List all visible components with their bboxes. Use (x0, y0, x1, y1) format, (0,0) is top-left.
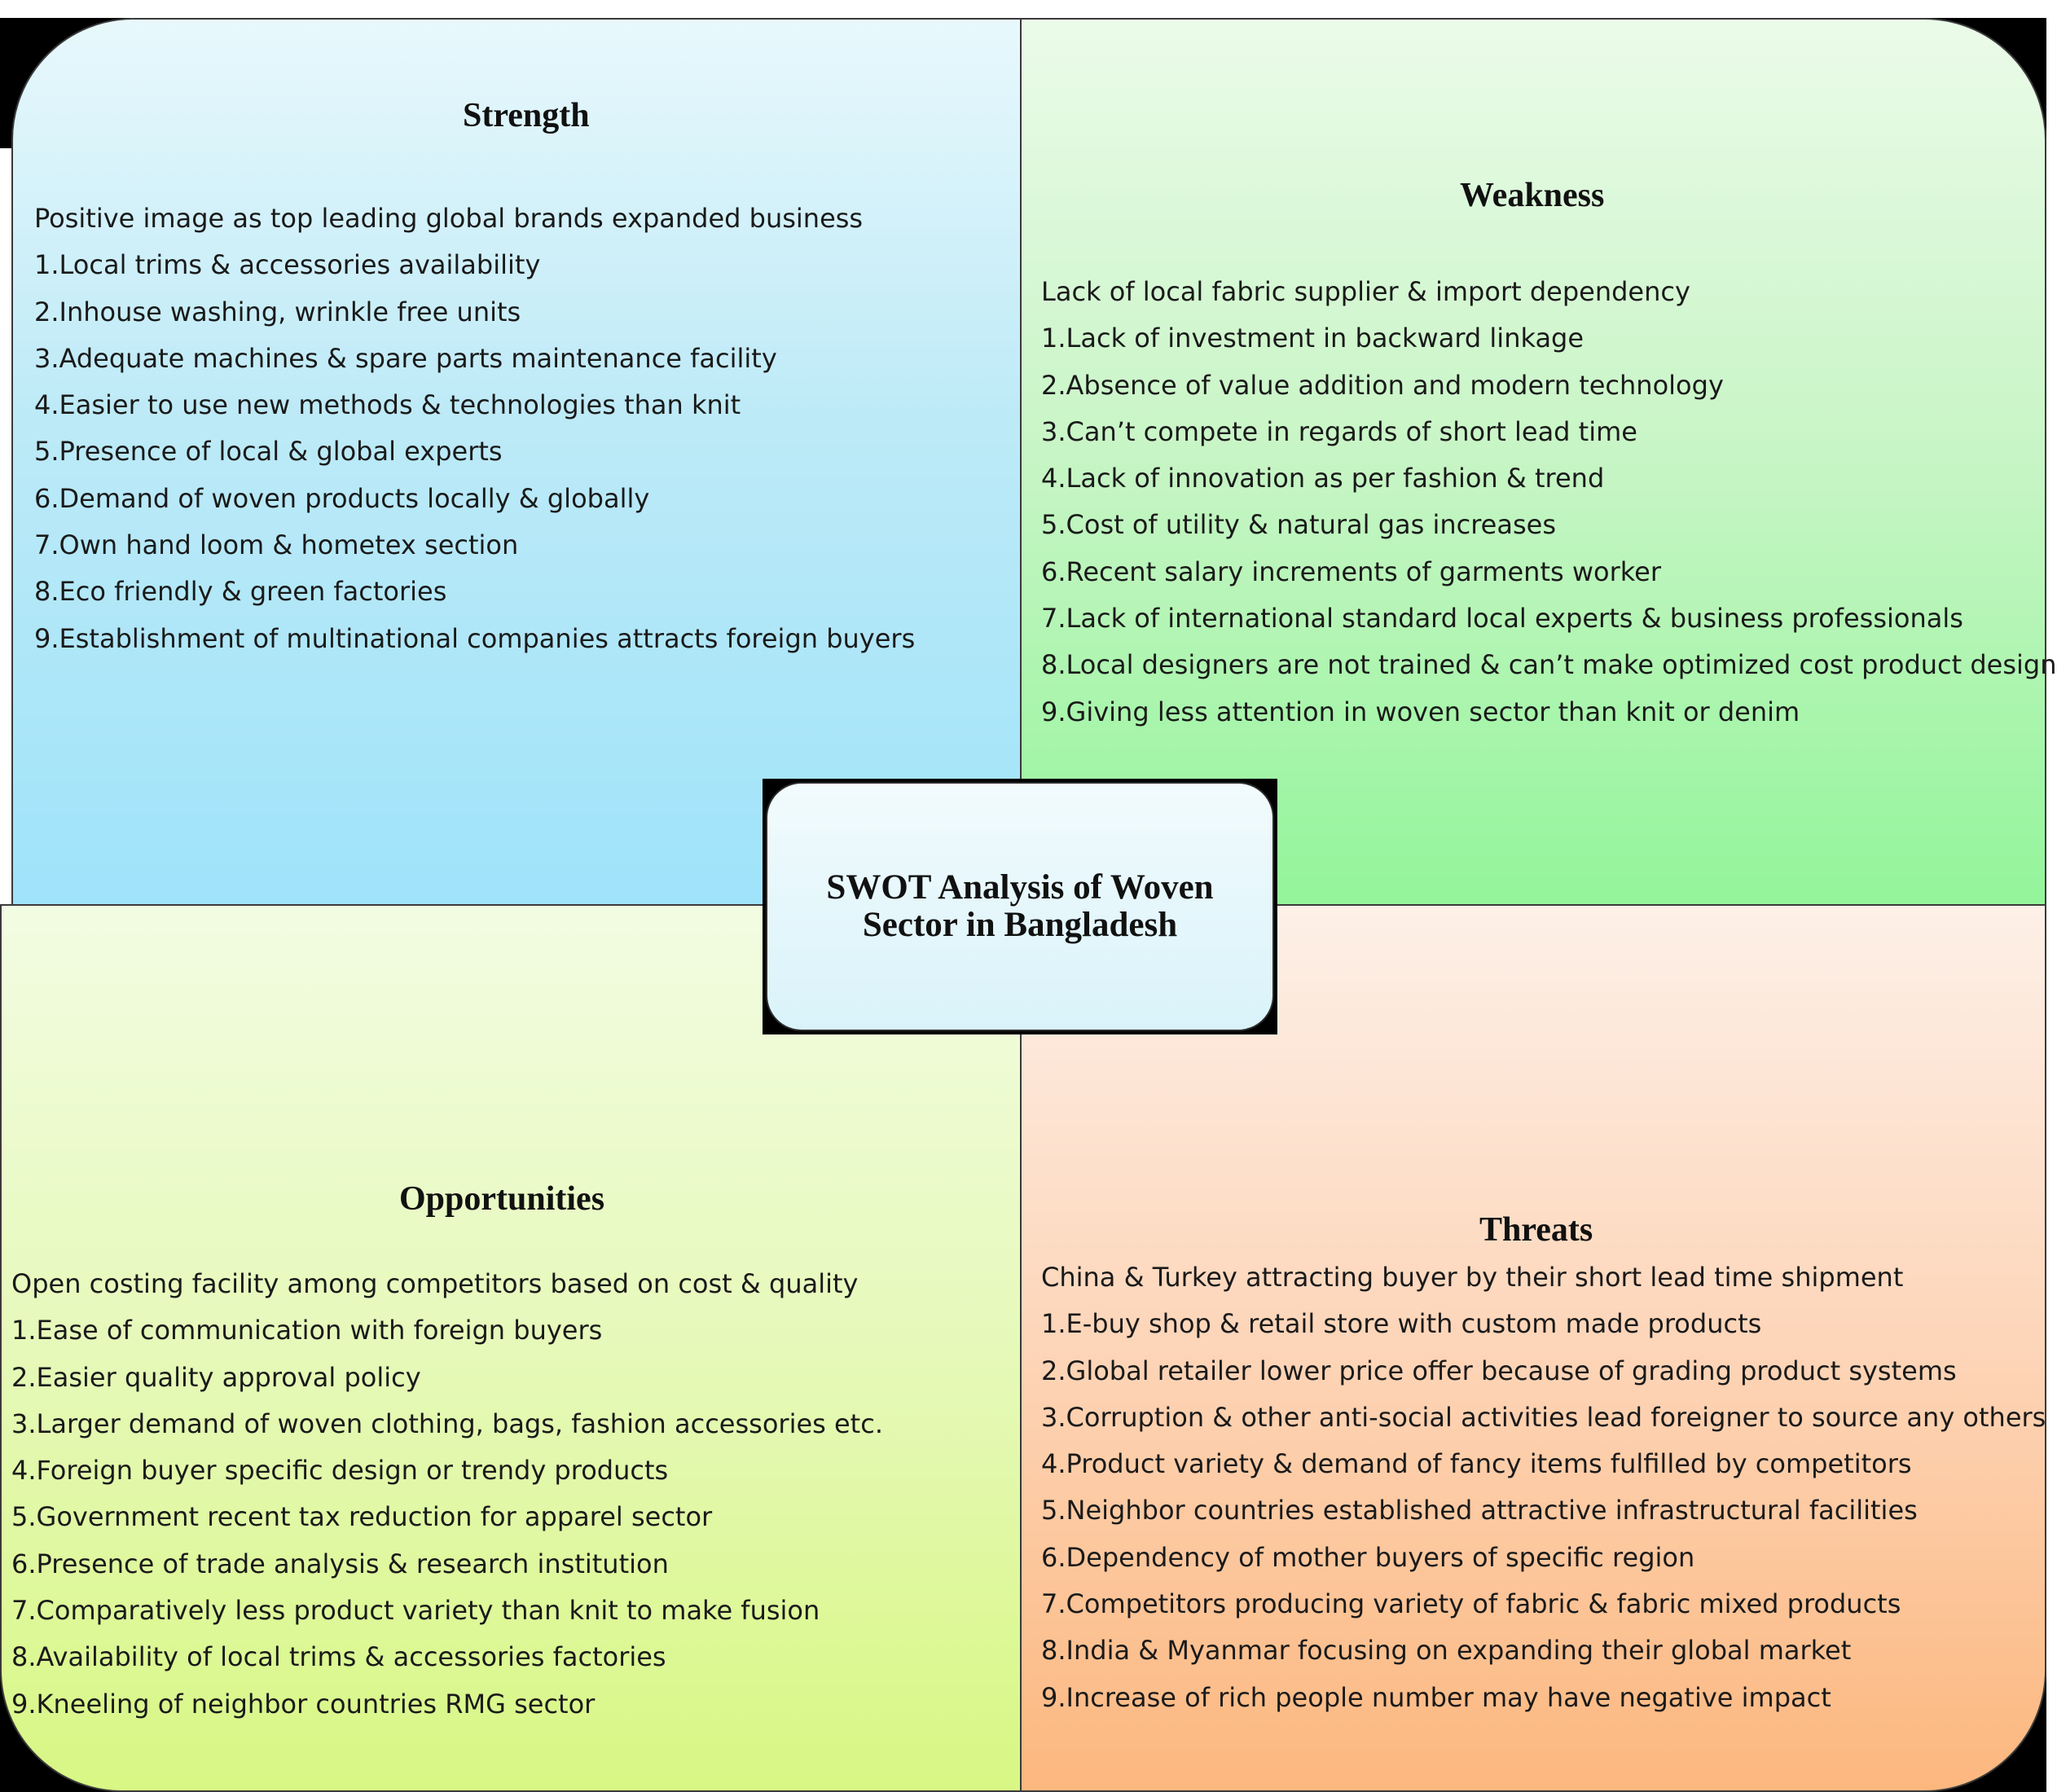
opportunities-list: Open costing facility among competitors … (11, 1261, 883, 1728)
list-item: 9.Giving less attention in woven sector … (1041, 696, 1800, 727)
list-item: Lack of local fabric supplier & import d… (1041, 276, 1690, 307)
list-item: 3.Adequate machines & spare parts mainte… (34, 342, 777, 374)
list-item: 5.Government recent tax reduction for ap… (11, 1501, 713, 1533)
list-item: 8.Availability of local trims & accessor… (11, 1641, 666, 1673)
list-item: 2.Global retailer lower price offer beca… (1041, 1355, 1957, 1386)
list-item: 6.Dependency of mother buyers of specifi… (1041, 1541, 1695, 1573)
list-item: 8.Local designers are not trained & can’… (1041, 649, 2057, 681)
list-item: 7.Lack of international standard local e… (1041, 603, 1963, 635)
list-item: 7.Competitors producing variety of fabri… (1041, 1588, 1901, 1620)
list-item: Open costing facility among competitors … (11, 1268, 859, 1299)
weakness-heading: Weakness (1460, 177, 1605, 214)
list-item: 5.Neighbor countries established attract… (1041, 1495, 1918, 1526)
list-item: 3.Larger demand of woven clothing, bags,… (11, 1408, 883, 1439)
list-item: 4.Lack of innovation as per fashion & tr… (1041, 463, 1605, 494)
list-item: 4.Product variety & demand of fancy item… (1041, 1448, 1912, 1480)
list-item: 6.Demand of woven products locally & glo… (34, 482, 650, 514)
list-item: 2.Easier quality approval policy (11, 1361, 421, 1393)
threats-list: China & Turkey attracting buyer by their… (1041, 1254, 2046, 1721)
list-item: 6.Recent salary increments of garments w… (1041, 556, 1661, 587)
list-item: 9.Increase of rich people number may hav… (1041, 1681, 1831, 1713)
list-item: 3.Can’t compete in regards of short lead… (1041, 415, 1637, 447)
list-item: 9.Kneeling of neighbor countries RMG sec… (11, 1688, 596, 1720)
threats-quadrant: Threats China & Turkey attracting buyer … (1020, 904, 2046, 1792)
strength-list: Positive image as top leading global bra… (34, 195, 915, 662)
diagram-title: SWOT Analysis of Woven Sector in Banglad… (826, 868, 1214, 944)
list-item: 4.Foreign buyer specific design or trend… (11, 1455, 669, 1487)
weakness-quadrant: Weakness Lack of local fabric supplier &… (1020, 18, 2057, 906)
list-item: 2.Inhouse washing, wrinkle free units (34, 296, 521, 327)
list-item: 7.Own hand loom & hometex section (34, 529, 519, 561)
list-item: 5.Cost of utility & natural gas increase… (1041, 509, 1556, 541)
list-item: 1.Ease of communication with foreign buy… (11, 1315, 603, 1346)
list-item: 1.E-buy shop & retail store with custom … (1041, 1308, 1762, 1340)
list-item: 1.Local trims & accessories availability (34, 249, 541, 281)
list-item: 1.Lack of investment in backward linkage (1041, 323, 1585, 354)
opportunities-quadrant: Opportunities Open costing facility amon… (0, 904, 1022, 1792)
list-item: 3.Corruption & other anti-social activit… (1041, 1401, 2046, 1433)
strength-heading: Strength (463, 97, 590, 134)
list-item: 8.Eco friendly & green factories (34, 576, 447, 608)
strength-quadrant: Strength Positive image as top leading g… (11, 18, 1022, 906)
list-item: 2.Absence of value addition and modern t… (1041, 369, 1724, 401)
list-item: China & Turkey attracting buyer by their… (1041, 1262, 1904, 1293)
list-item: 9.Establishment of multinational compani… (34, 622, 916, 654)
list-item: 8.India & Myanmar focusing on expanding … (1041, 1635, 1852, 1667)
list-item: 4.Easier to use new methods & technologi… (34, 389, 741, 421)
list-item: 5.Presence of local & global experts (34, 436, 503, 468)
list-item: 7.Comparatively less product variety tha… (11, 1595, 820, 1627)
weakness-list: Lack of local fabric supplier & import d… (1041, 269, 2057, 736)
list-item: Positive image as top leading global bra… (34, 203, 864, 234)
list-item: 6.Presence of trade analysis & research … (11, 1548, 669, 1579)
center-box: SWOT Analysis of Woven Sector in Banglad… (766, 782, 1274, 1031)
opportunities-heading: Opportunities (399, 1180, 605, 1218)
threats-heading: Threats (1479, 1211, 1593, 1249)
